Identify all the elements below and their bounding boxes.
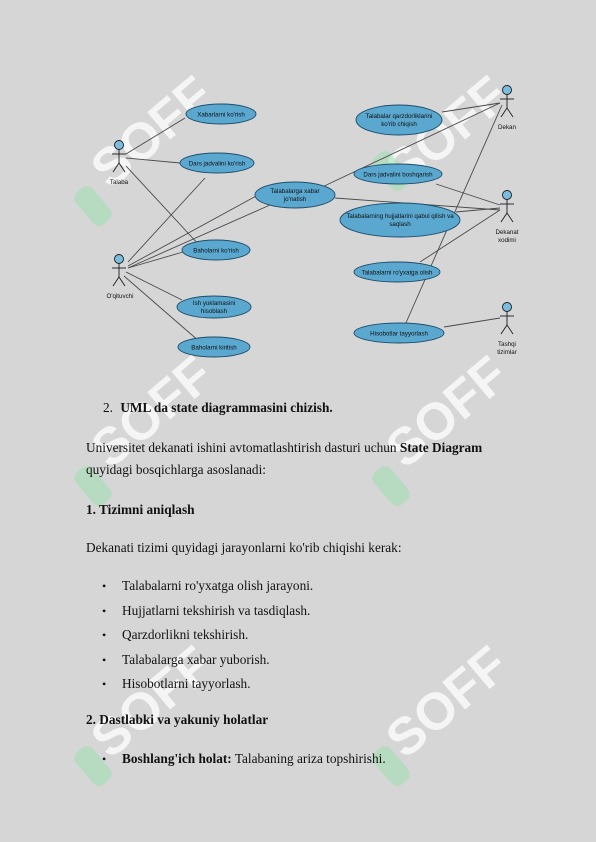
svg-text:Ish yuklamasini: Ish yuklamasini	[193, 300, 235, 307]
association-lines	[123, 102, 503, 343]
svg-text:Talabalarni ro'yxatga olish: Talabalarni ro'yxatga olish	[361, 270, 433, 277]
svg-text:Baholarni kiritish: Baholarni kiritish	[191, 345, 237, 352]
actor-label: Tashqi	[498, 341, 516, 348]
list-item: Hujjatlarni tekshirish va tasdiqlash.	[86, 602, 313, 627]
section-title: 2. UML da state diagrammasini chizish.	[103, 400, 333, 416]
actor-label: Talaba	[110, 179, 129, 186]
svg-text:hisoblash: hisoblash	[201, 308, 228, 315]
list-item: Qarzdorlikni tekshirish.	[86, 626, 313, 651]
svg-text:saqlash: saqlash	[389, 221, 411, 228]
list-item: Talabalarni ro'yxatga olish jarayoni.	[86, 577, 313, 602]
intro-paragraph: Universitet dekanati ishini avtomatlasht…	[86, 440, 483, 477]
actor-tashqi-tizimlar: Tashqi tizimlar	[497, 302, 517, 356]
list-item: Boshlang'ich holat: Talabaning ariza top…	[86, 750, 386, 775]
use-case-xabarlarni-korish: Xabarlarni ko'rish	[185, 103, 257, 125]
use-case-royxatga-olish: Talabalarni ro'yxatga olish	[353, 261, 441, 283]
actor-oqituvchi: O'qituvchi	[107, 254, 134, 300]
svg-text:Baholarni ko'rish: Baholarni ko'rish	[193, 248, 239, 255]
watermark-text: SOFF	[375, 636, 519, 770]
section-number: 2.	[103, 400, 113, 415]
paragraph-dekanati-tizimi: Dekanati tizimi quyidagi jarayonlarni ko…	[86, 540, 402, 555]
actor-label: Dekan	[498, 124, 516, 131]
use-case-ish-yuklamasini-hisoblash: Ish yuklamasini hisoblash	[176, 295, 252, 319]
heading-tizimni-aniqlash: 1. Tizimni aniqlash	[86, 502, 195, 517]
svg-text:Dars jadvalini boshqarish: Dars jadvalini boshqarish	[363, 172, 433, 179]
svg-text:ko'rib chiqish: ko'rib chiqish	[381, 121, 417, 128]
svg-text:Talabalar qarzdorliklarini: Talabalar qarzdorliklarini	[366, 113, 433, 120]
use-case-dars-jadvalini-boshqarish: Dars jadvalini boshqarish	[353, 163, 443, 185]
actor-dekan: Dekan	[498, 85, 516, 131]
actor-dekanat-xodimi: Dekanat xodimi	[495, 190, 519, 244]
svg-text:jo'natish: jo'natish	[283, 196, 307, 203]
svg-text:Xabarlarni ko'rish: Xabarlarni ko'rish	[197, 112, 245, 119]
use-case-dars-jadvalini-korish: Dars jadvalini ko'rish	[179, 152, 255, 174]
process-list: Talabalarni ro'yxatga olish jarayoni. Hu…	[86, 577, 313, 700]
use-case-hujjatlarni-qabul-qilish: Talabalarning hujjatlarini qabul qilish …	[339, 202, 461, 238]
use-case-baholarni-korish: Baholarni ko'rish	[181, 239, 251, 261]
actor-label: tizimlar	[497, 349, 517, 356]
actor-label: O'qituvchi	[107, 293, 134, 300]
use-case-hisobotlar-tayyorlash: Hisobotlar tayyorlash	[353, 322, 445, 344]
list-item: Talabalarga xabar yuborish.	[86, 651, 313, 676]
svg-text:Talabalarga xabar: Talabalarga xabar	[270, 188, 319, 195]
use-case-qarzdorliklar: Talabalar qarzdorliklarini ko'rib chiqis…	[355, 104, 443, 136]
actor-label: Dekanat	[495, 229, 518, 236]
actor-label: xodimi	[498, 237, 516, 244]
section-title-text: UML da state diagrammasini chizish.	[120, 400, 333, 415]
svg-text:Talabalarning hujjatlarini qab: Talabalarning hujjatlarini qabul qilish …	[346, 213, 454, 220]
list-item: Hisobotlarni tayyorlash.	[86, 675, 313, 700]
heading-holatlar: 2. Dastlabki va yakuniy holatlar	[86, 712, 269, 727]
use-case-talabalarga-xabar-jonatish: Talabalarga xabar jo'natish	[254, 181, 336, 209]
svg-text:Dars jadvalini ko'rish: Dars jadvalini ko'rish	[189, 161, 246, 168]
use-case-diagram: Xabarlarni ko'rish Dars jadvalini ko'ris…	[107, 85, 519, 358]
use-case-baholarni-kiritish: Baholarni kiritish	[177, 336, 251, 358]
states-list: Boshlang'ich holat: Talabaning ariza top…	[86, 750, 386, 775]
svg-text:Hisobotlar tayyorlash: Hisobotlar tayyorlash	[370, 331, 428, 338]
actor-talaba: Talaba	[110, 140, 129, 186]
